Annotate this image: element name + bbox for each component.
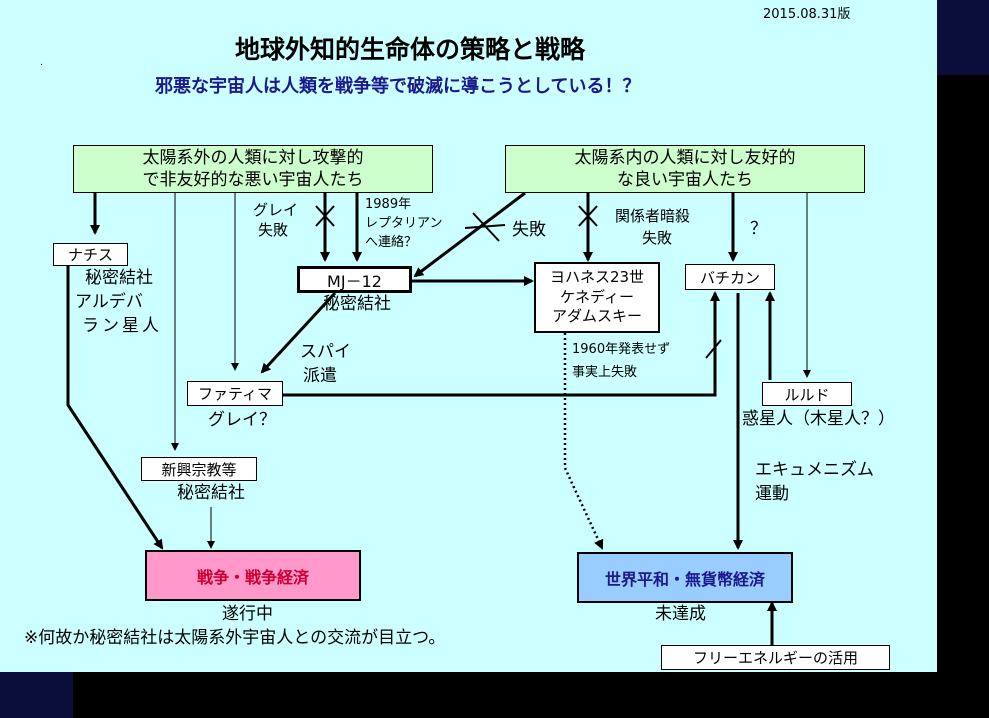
reptilian-line3: へ連絡？: [365, 235, 418, 250]
unpublished-line2: 事実上失敗: [572, 365, 638, 380]
assassin-fail-line1: 関係者暗殺: [615, 207, 691, 225]
spy-line2: 派遣: [303, 366, 337, 386]
arrow-friendly-to-mj12: [413, 191, 526, 278]
slash-unpublished: [705, 339, 722, 359]
version-date: 2015.08.31版: [763, 7, 851, 22]
peace-status-label: 未達成: [655, 604, 706, 624]
page-subtitle: 邪悪な宇宙人は人類を戦争等で破滅に導こうとしている！？: [155, 76, 641, 97]
reptilian-line2: レプタリアン: [365, 216, 443, 231]
friendly-aliens-line2: な良い宇宙人たち: [617, 170, 753, 190]
connector-lines: [66, 191, 811, 645]
spy-line1: スパイ: [300, 342, 351, 362]
arrow-john-to-peace: [563, 333, 604, 550]
hostile-aliens-line2: で非友好的な悪い宇宙人たち: [142, 170, 364, 190]
corner-block-top-right: [937, 0, 989, 75]
ecumenism-line2: 運動: [755, 484, 789, 504]
grey-fail-line2: 失敗: [258, 221, 289, 239]
cross-grey-fail: [315, 205, 335, 227]
unpublished-line1: 1960年発表せず: [572, 342, 671, 357]
john-line3: アダムスキー: [551, 307, 642, 326]
assassin-fail-line2: 失敗: [642, 229, 673, 247]
reptilian-line1: 1989年: [365, 197, 412, 212]
new-religion-box: 新興宗教等: [141, 457, 257, 481]
page-title: 地球外知的生命体の策略と戦略: [235, 35, 586, 64]
dot-mark: .: [40, 58, 43, 68]
nazis-box: ナチス: [53, 243, 128, 266]
nazi-label-line1: 秘密結社: [85, 268, 153, 288]
john-kennedy-adamski-box: ヨハネス23世 ケネディー アダムスキー: [534, 262, 660, 333]
world-peace-box: 世界平和・無貨幣経済: [577, 552, 793, 603]
nazi-label-line3: ラン星人: [82, 316, 162, 336]
friendly-aliens-line1: 太陽系内の人類に対し友好的: [574, 147, 796, 168]
friendly-aliens-box: 太陽系内の人類に対し友好的 な良い宇宙人たち: [505, 145, 865, 193]
arrow-fatima-to-vatican: [283, 291, 720, 397]
friendly-fail-label: 失敗: [512, 220, 546, 240]
ecumenism-line1: エキュメニズム: [755, 460, 874, 480]
religion-sublabel: 秘密結社: [177, 483, 245, 503]
lourdes-box: ルルド: [762, 382, 852, 406]
vatican-box: バチカン: [685, 264, 775, 290]
fatima-grey-label: グレイ？: [208, 410, 276, 430]
footnote: ※何故か秘密結社は太陽系外宇宙人との交流が目立つ。: [24, 628, 446, 648]
mj12-sublabel: 秘密結社: [323, 294, 391, 314]
arrow-mj12-to-fatima: [260, 291, 337, 374]
war-economy-box: 戦争・戦争経済: [145, 550, 361, 601]
war-status-label: 遂行中: [222, 604, 273, 624]
hostile-aliens-line1: 太陽系外の人類に対し攻撃的: [142, 147, 364, 168]
free-energy-box: フリーエネルギーの活用: [661, 645, 890, 670]
nazi-label-line2: アルデバ: [75, 292, 143, 312]
fatima-box: ファティマ: [187, 381, 283, 406]
corner-block-bottom-left: [0, 672, 73, 718]
planet-people-label: 惑星人（木星人？）: [742, 409, 895, 429]
mj12-box: MJ－12: [297, 266, 412, 293]
arrow-nazis-to-war: [66, 266, 164, 550]
slide: 2015.08.31版 . 地球外知的生命体の策略と戦略 邪悪な宇宙人は人類を戦…: [0, 0, 937, 672]
grey-fail-line1: グレイ: [253, 201, 299, 219]
vatican-question-label: ？: [750, 219, 767, 239]
john-line2: ケネディー: [560, 287, 634, 306]
cross-friendly-fail: [464, 212, 506, 242]
john-line1: ヨハネス23世: [549, 268, 645, 287]
cross-assassin-fail: [578, 205, 598, 227]
hostile-aliens-box: 太陽系外の人類に対し攻撃的 で非友好的な悪い宇宙人たち: [73, 145, 433, 193]
